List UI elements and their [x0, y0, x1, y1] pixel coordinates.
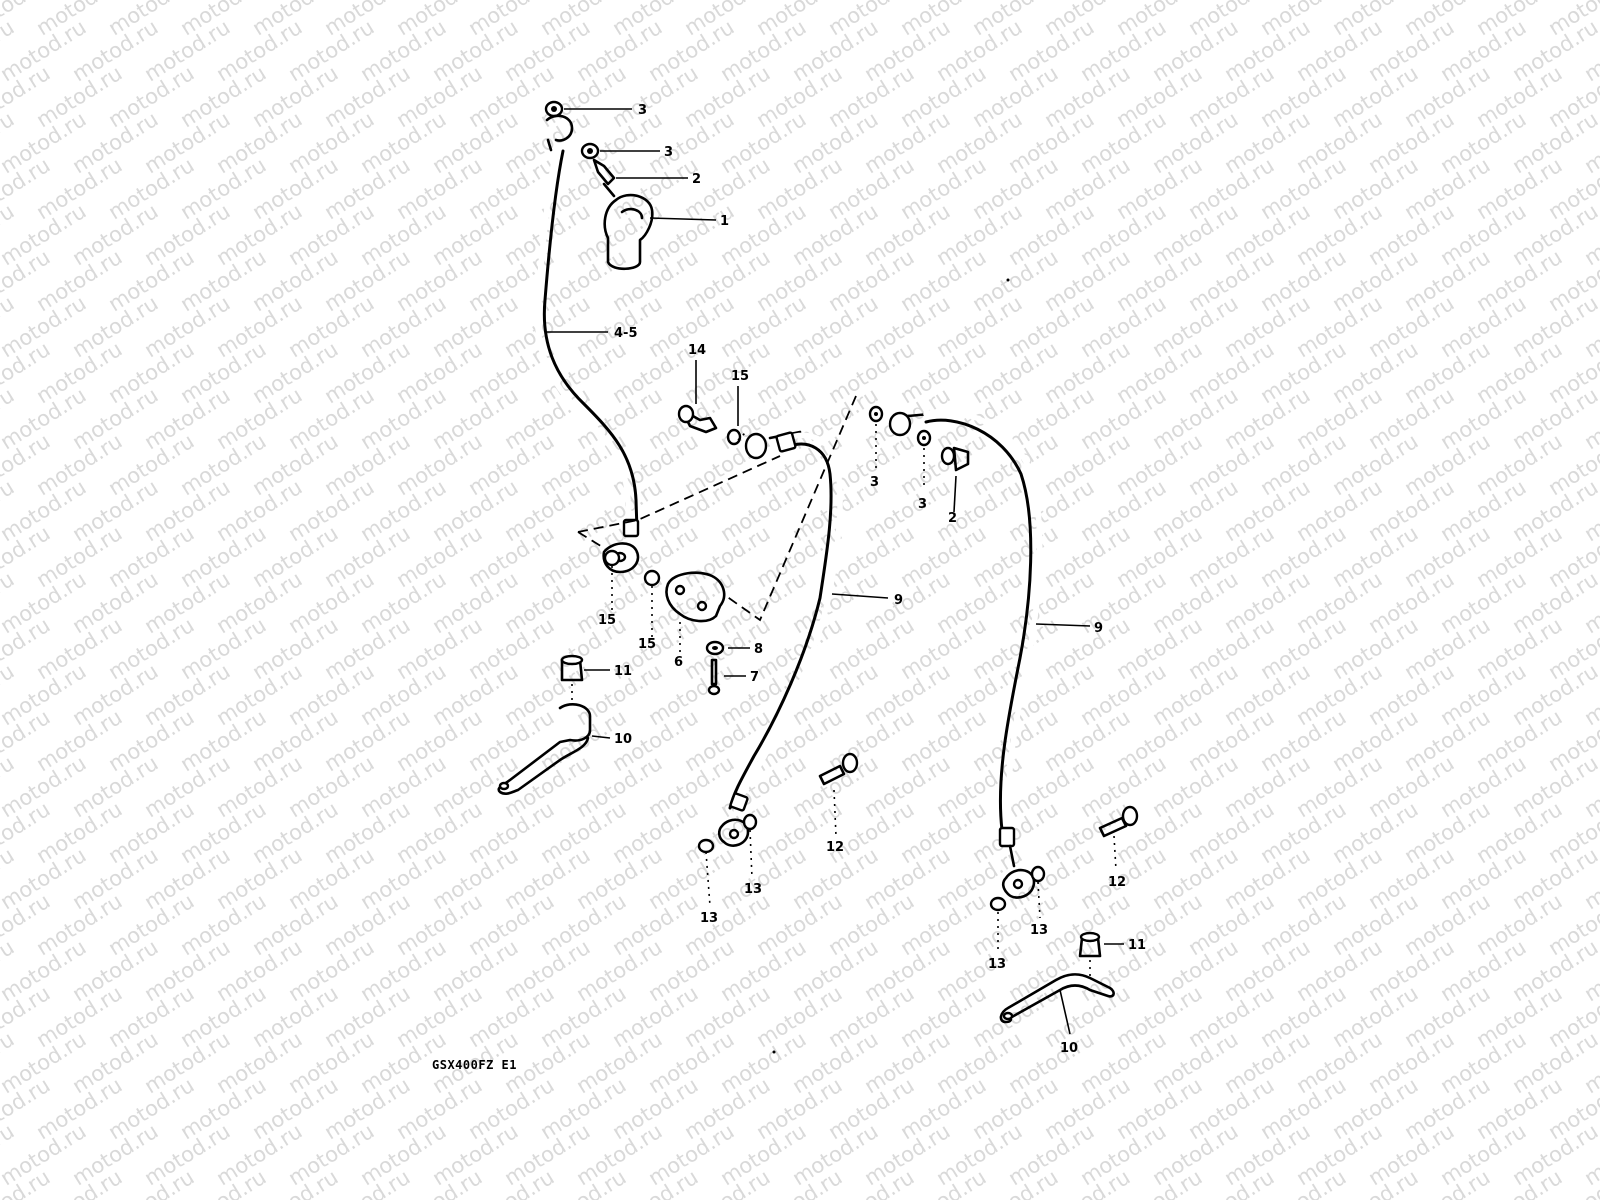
- model-code-caption: GSX400FZ E1: [432, 1058, 517, 1072]
- callout-6: 6: [674, 655, 683, 670]
- bolt-7: [707, 658, 721, 696]
- union-washer-13-c: [1030, 865, 1046, 883]
- callout-13: 13: [1030, 923, 1048, 938]
- union-bolt-2-upper: [592, 158, 616, 198]
- union-washer-3-top: [544, 100, 564, 118]
- hose-banjo-top: [545, 114, 574, 152]
- callout-15: 15: [638, 637, 656, 652]
- hose-bracket-10-left: [497, 703, 592, 795]
- callout-3: 3: [918, 497, 927, 512]
- union-bolt-14: [677, 404, 718, 434]
- callout-11: 11: [1128, 938, 1146, 953]
- union-bolt-2-right: [940, 446, 970, 472]
- hose-banjo-9-left-lower: [717, 818, 750, 847]
- callout-12: 12: [1108, 875, 1126, 890]
- callout-1: 1: [720, 214, 729, 229]
- union-washer-3-right-b: [916, 429, 932, 447]
- callout-10: 10: [1060, 1041, 1078, 1056]
- hose-guide-11-left: [560, 654, 584, 682]
- callout-4-5: 4-5: [614, 326, 638, 341]
- callout-15: 15: [598, 613, 616, 628]
- callout-3: 3: [870, 475, 879, 490]
- hose-guide-11-right: [1078, 931, 1102, 958]
- callout-11: 11: [614, 664, 632, 679]
- union-washer-15-mid: [643, 569, 661, 587]
- callout-13: 13: [700, 911, 718, 926]
- callout-12: 12: [826, 840, 844, 855]
- callout-2: 2: [948, 511, 957, 526]
- hose-banjo-9-right-lower: [1001, 844, 1036, 899]
- union-bolt-12-right: [1098, 805, 1139, 838]
- callout-3: 3: [638, 103, 647, 118]
- hose-bracket-10-right: [999, 973, 1115, 1024]
- brake-hose-9-left: [728, 431, 843, 815]
- callout-labels: 3 3 2 1 4-5 14 15 3 3 2 9 9 15 15 6 8 7 …: [598, 103, 1146, 1056]
- union-washer-15-left: [603, 549, 621, 567]
- callout-13: 13: [744, 882, 762, 897]
- washer-8: [705, 640, 725, 656]
- brake-hose-9-right: [923, 408, 1043, 848]
- assembly-lines: [571, 395, 1117, 976]
- callout-15: 15: [731, 369, 749, 384]
- union-washer-13-a: [742, 813, 758, 831]
- scan-specks: [772, 278, 1010, 1054]
- union-bolt-12-left: [818, 752, 859, 786]
- union-washer-3-upper: [580, 142, 600, 160]
- union-washer-13-d: [989, 896, 1007, 912]
- callout-2: 2: [692, 172, 701, 187]
- callout-9: 9: [1094, 621, 1103, 636]
- brake-hose-3-way-joint-6: [665, 571, 726, 623]
- union-washer-13-b: [697, 838, 715, 854]
- callout-13: 13: [988, 957, 1006, 972]
- callout-8: 8: [754, 642, 763, 657]
- callout-7: 7: [750, 670, 759, 685]
- union-washer-15-right: [726, 428, 742, 446]
- callout-9: 9: [894, 593, 903, 608]
- callout-3: 3: [664, 145, 673, 160]
- brake-hose-4-5: [534, 147, 640, 538]
- callout-14: 14: [688, 343, 706, 358]
- hose-joint-1: [603, 193, 654, 271]
- callout-10: 10: [614, 732, 632, 747]
- leader-lines: [546, 108, 1124, 1035]
- union-washer-3-right-a: [868, 405, 884, 423]
